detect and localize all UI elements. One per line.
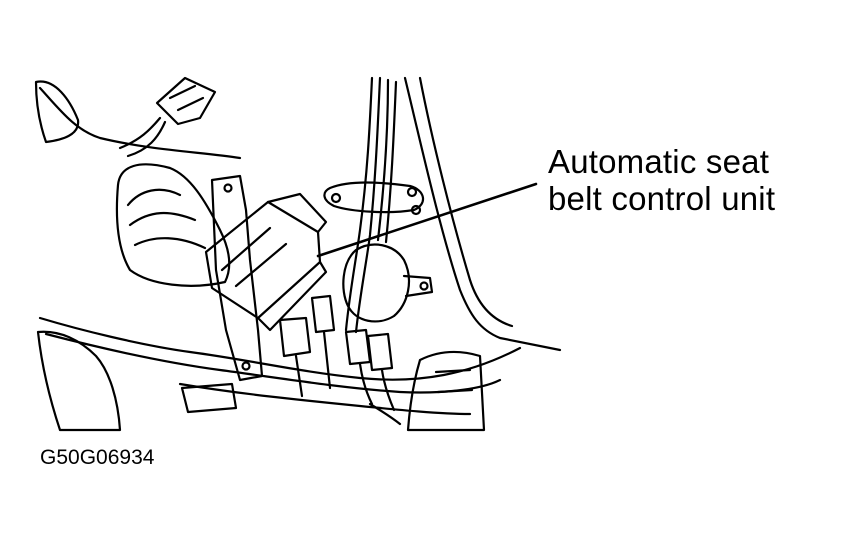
upper-wire-1 — [118, 116, 162, 150]
pillar-trim-inner — [418, 76, 514, 328]
callout-label: Automatic seat belt control unit — [548, 143, 775, 217]
connector-right-2 — [366, 332, 394, 372]
upper-wire-2 — [126, 120, 167, 158]
body-panel-left — [34, 80, 80, 144]
upper-connector — [155, 76, 217, 126]
control-unit-edge — [256, 260, 328, 332]
body-panel-left-edge — [38, 86, 242, 160]
relay-mount-tab — [402, 274, 434, 298]
control-unit-body — [204, 200, 322, 320]
callout-leader-line — [316, 182, 538, 258]
mounting-bracket — [210, 174, 264, 382]
connector-middle — [310, 294, 336, 334]
harness-wire-1 — [344, 76, 374, 332]
callout-label-line-2: belt control unit — [548, 180, 776, 217]
sill-line-3 — [178, 382, 472, 416]
pillar-trim-outer — [403, 76, 562, 352]
control-unit-face — [266, 192, 328, 234]
top-bracket-bolt-left — [330, 192, 342, 204]
lower-wire — [368, 402, 402, 426]
sill-line-1 — [38, 316, 522, 381]
harness-wire-2 — [354, 76, 382, 334]
bracket-bolt-bottom — [241, 361, 251, 371]
harness-wire-4 — [384, 80, 398, 244]
connector-right-1 — [344, 328, 372, 366]
relay-body — [342, 243, 411, 323]
floor-clip — [180, 382, 238, 414]
control-unit-inner-line — [220, 226, 288, 288]
relay-bolt — [419, 281, 429, 291]
left-trim-cover — [36, 330, 122, 432]
harness-wire-3 — [376, 78, 390, 242]
top-bracket-bolt-right — [406, 186, 418, 198]
inner-panel-shading — [126, 188, 207, 250]
bracket-bolt-top — [223, 183, 233, 193]
top-bracket — [323, 181, 424, 214]
connector-left — [278, 316, 312, 358]
sill-line-2 — [44, 332, 502, 394]
callout-label-line-1: Automatic seat — [548, 143, 770, 180]
figure-code: G50G06934 — [40, 446, 155, 469]
top-bracket-bolt-lower — [410, 204, 422, 216]
upper-connector-detail — [168, 84, 205, 112]
lower-right-panel — [406, 350, 486, 432]
lower-right-panel-detail — [434, 368, 474, 394]
connector-wires — [294, 330, 396, 412]
